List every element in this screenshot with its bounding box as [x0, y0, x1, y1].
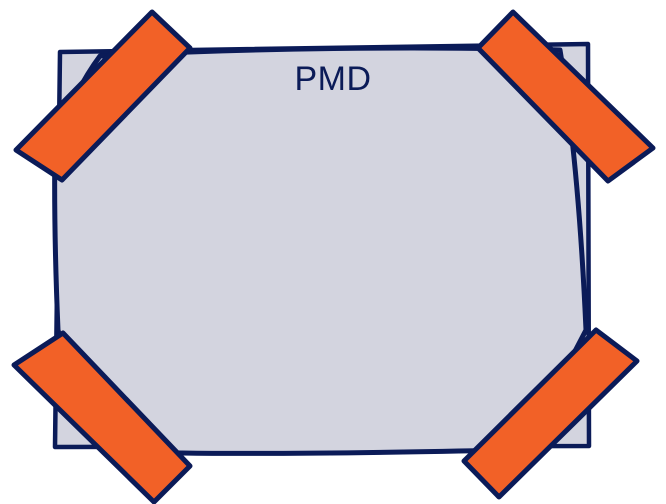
- note-title: PMD: [233, 62, 433, 96]
